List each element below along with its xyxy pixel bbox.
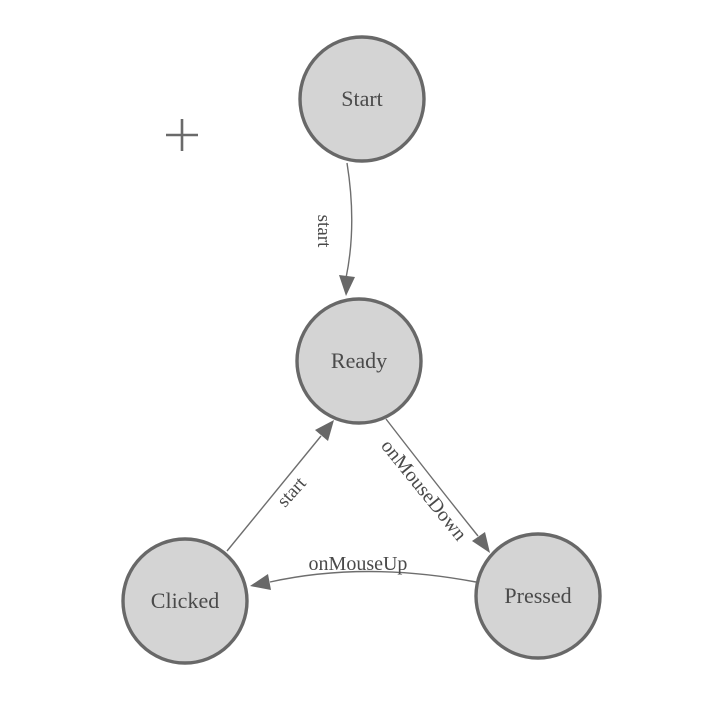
- edge-clicked-to-ready-line[interactable]: [226, 435, 322, 552]
- edge-ready-to-pressed[interactable]: onMouseDown: [376, 418, 490, 553]
- node-start-circle[interactable]: [298, 35, 426, 163]
- edge-start-to-ready[interactable]: start: [313, 162, 355, 296]
- edge-start-to-ready-line[interactable]: [345, 162, 353, 279]
- arrowhead-icon: [250, 574, 271, 590]
- edge-label-start-bottom: start: [273, 473, 311, 512]
- node-pressed[interactable]: Pressed: [474, 532, 602, 660]
- edge-pressed-to-clicked-line[interactable]: [269, 570, 477, 583]
- node-clicked-circle[interactable]: [121, 537, 249, 665]
- edge-pressed-to-clicked[interactable]: onMouseUp: [250, 553, 477, 590]
- crosshair-icon: [166, 119, 198, 151]
- edge-ready-to-pressed-line[interactable]: [385, 418, 479, 537]
- node-ready-circle[interactable]: [295, 297, 423, 425]
- arrowhead-icon: [339, 275, 355, 296]
- node-clicked[interactable]: Clicked: [121, 537, 249, 665]
- node-pressed-circle[interactable]: [474, 532, 602, 660]
- node-ready[interactable]: Ready: [295, 297, 423, 425]
- edge-clicked-to-ready[interactable]: start: [226, 420, 334, 552]
- node-start[interactable]: Start: [298, 35, 426, 163]
- edge-label-onmousedown: onMouseDown: [376, 435, 471, 545]
- arrowhead-icon: [315, 420, 334, 441]
- edge-label-start-top: start: [313, 215, 334, 248]
- arrowhead-icon: [472, 532, 490, 553]
